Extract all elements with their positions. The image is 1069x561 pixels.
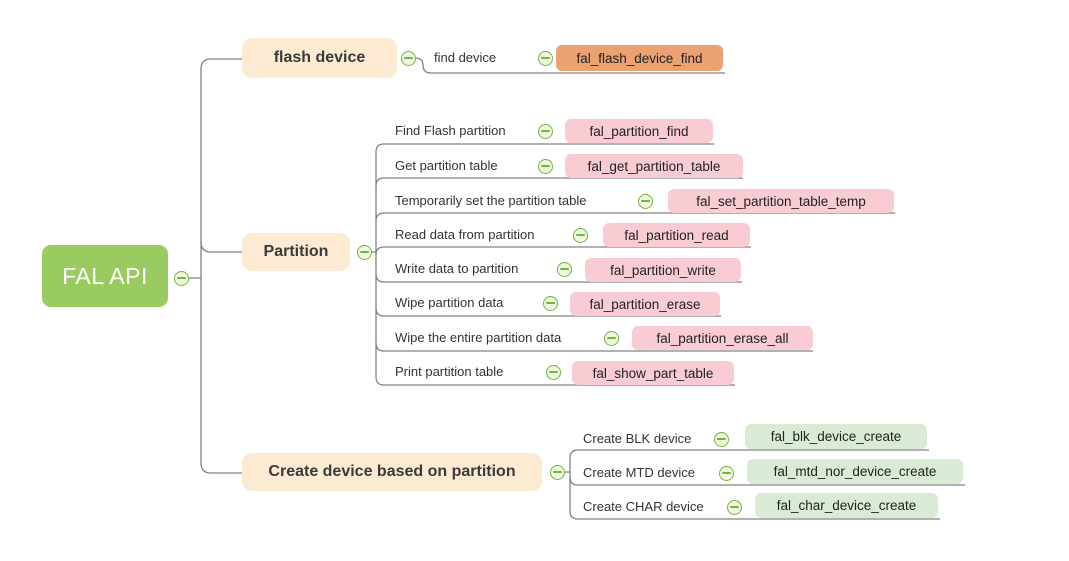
collapse-icon-flash-device[interactable] <box>400 50 416 66</box>
collapse-icon-create-char-device[interactable] <box>726 499 742 515</box>
leaf-label-write-data-to-partition[interactable]: Write data to partition <box>395 261 519 276</box>
leaf-label-find-flash-partition[interactable]: Find Flash partition <box>395 123 506 138</box>
collapse-icon-root[interactable] <box>173 270 189 286</box>
api-box-fal-flash-device-find[interactable]: fal_flash_device_find <box>556 45 723 71</box>
leaf-label-read-data-from-partition[interactable]: Read data from partition <box>395 227 535 242</box>
api-box-fal-partition-write[interactable]: fal_partition_write <box>585 258 741 282</box>
collapse-icon-create-device[interactable] <box>549 464 565 480</box>
branch-label: flash device <box>273 49 366 66</box>
root-label: FAL API <box>62 262 148 289</box>
branch-node-create-device-based-on-partition[interactable]: Create device based on partition <box>242 453 542 491</box>
api-box-fal-set-partition-table-temp[interactable]: fal_set_partition_table_temp <box>668 189 894 213</box>
api-box-fal-mtd-nor-device-create[interactable]: fal_mtd_nor_device_create <box>747 459 963 484</box>
collapse-icon-write-data-to-partition[interactable] <box>556 261 572 277</box>
collapse-icon-wipe-partition-data[interactable] <box>542 295 558 311</box>
leaf-label-temporarily-set-partition-table[interactable]: Temporarily set the partition table <box>395 193 587 208</box>
leaf-label-wipe-partition-data[interactable]: Wipe partition data <box>395 295 504 310</box>
collapse-icon-print-partition-table[interactable] <box>545 364 561 380</box>
collapse-icon-get-partition-table[interactable] <box>537 158 553 174</box>
collapse-icon-create-mtd-device[interactable] <box>718 465 734 481</box>
branch-label: Create device based on partition <box>268 463 516 480</box>
leaf-label-print-partition-table[interactable]: Print partition table <box>395 364 504 379</box>
branch-node-partition[interactable]: Partition <box>242 233 350 271</box>
collapse-icon-create-blk-device[interactable] <box>713 431 729 447</box>
api-box-fal-char-device-create[interactable]: fal_char_device_create <box>755 493 938 518</box>
api-box-fal-partition-read[interactable]: fal_partition_read <box>603 223 750 247</box>
leaf-label-wipe-entire-partition-data[interactable]: Wipe the entire partition data <box>395 330 562 345</box>
api-box-fal-get-partition-table[interactable]: fal_get_partition_table <box>565 154 743 178</box>
leaf-label-create-blk-device[interactable]: Create BLK device <box>583 431 692 446</box>
leaf-label-find-device[interactable]: find device <box>434 50 497 65</box>
leaf-label-get-partition-table[interactable]: Get partition table <box>395 158 498 173</box>
api-box-fal-show-part-table[interactable]: fal_show_part_table <box>572 361 734 385</box>
api-box-fal-blk-device-create[interactable]: fal_blk_device_create <box>745 424 927 449</box>
branch-node-flash-device[interactable]: flash device <box>242 38 397 78</box>
api-box-fal-partition-erase[interactable]: fal_partition_erase <box>570 292 720 316</box>
collapse-icon-wipe-entire-partition-data[interactable] <box>603 330 619 346</box>
collapse-icon-temporarily-set-partition-table[interactable] <box>637 193 653 209</box>
leaf-label-create-char-device[interactable]: Create CHAR device <box>583 499 704 514</box>
root-node-fal-api[interactable]: FAL API <box>42 245 168 307</box>
api-box-fal-partition-erase-all[interactable]: fal_partition_erase_all <box>632 326 813 350</box>
api-box-fal-partition-find[interactable]: fal_partition_find <box>565 119 713 143</box>
collapse-icon-find-device[interactable] <box>537 50 553 66</box>
collapse-icon-find-flash-partition[interactable] <box>537 123 553 139</box>
leaf-label-create-mtd-device[interactable]: Create MTD device <box>583 465 695 480</box>
collapse-icon-partition[interactable] <box>356 244 372 260</box>
branch-label: Partition <box>263 243 329 260</box>
collapse-icon-read-data-from-partition[interactable] <box>572 227 588 243</box>
